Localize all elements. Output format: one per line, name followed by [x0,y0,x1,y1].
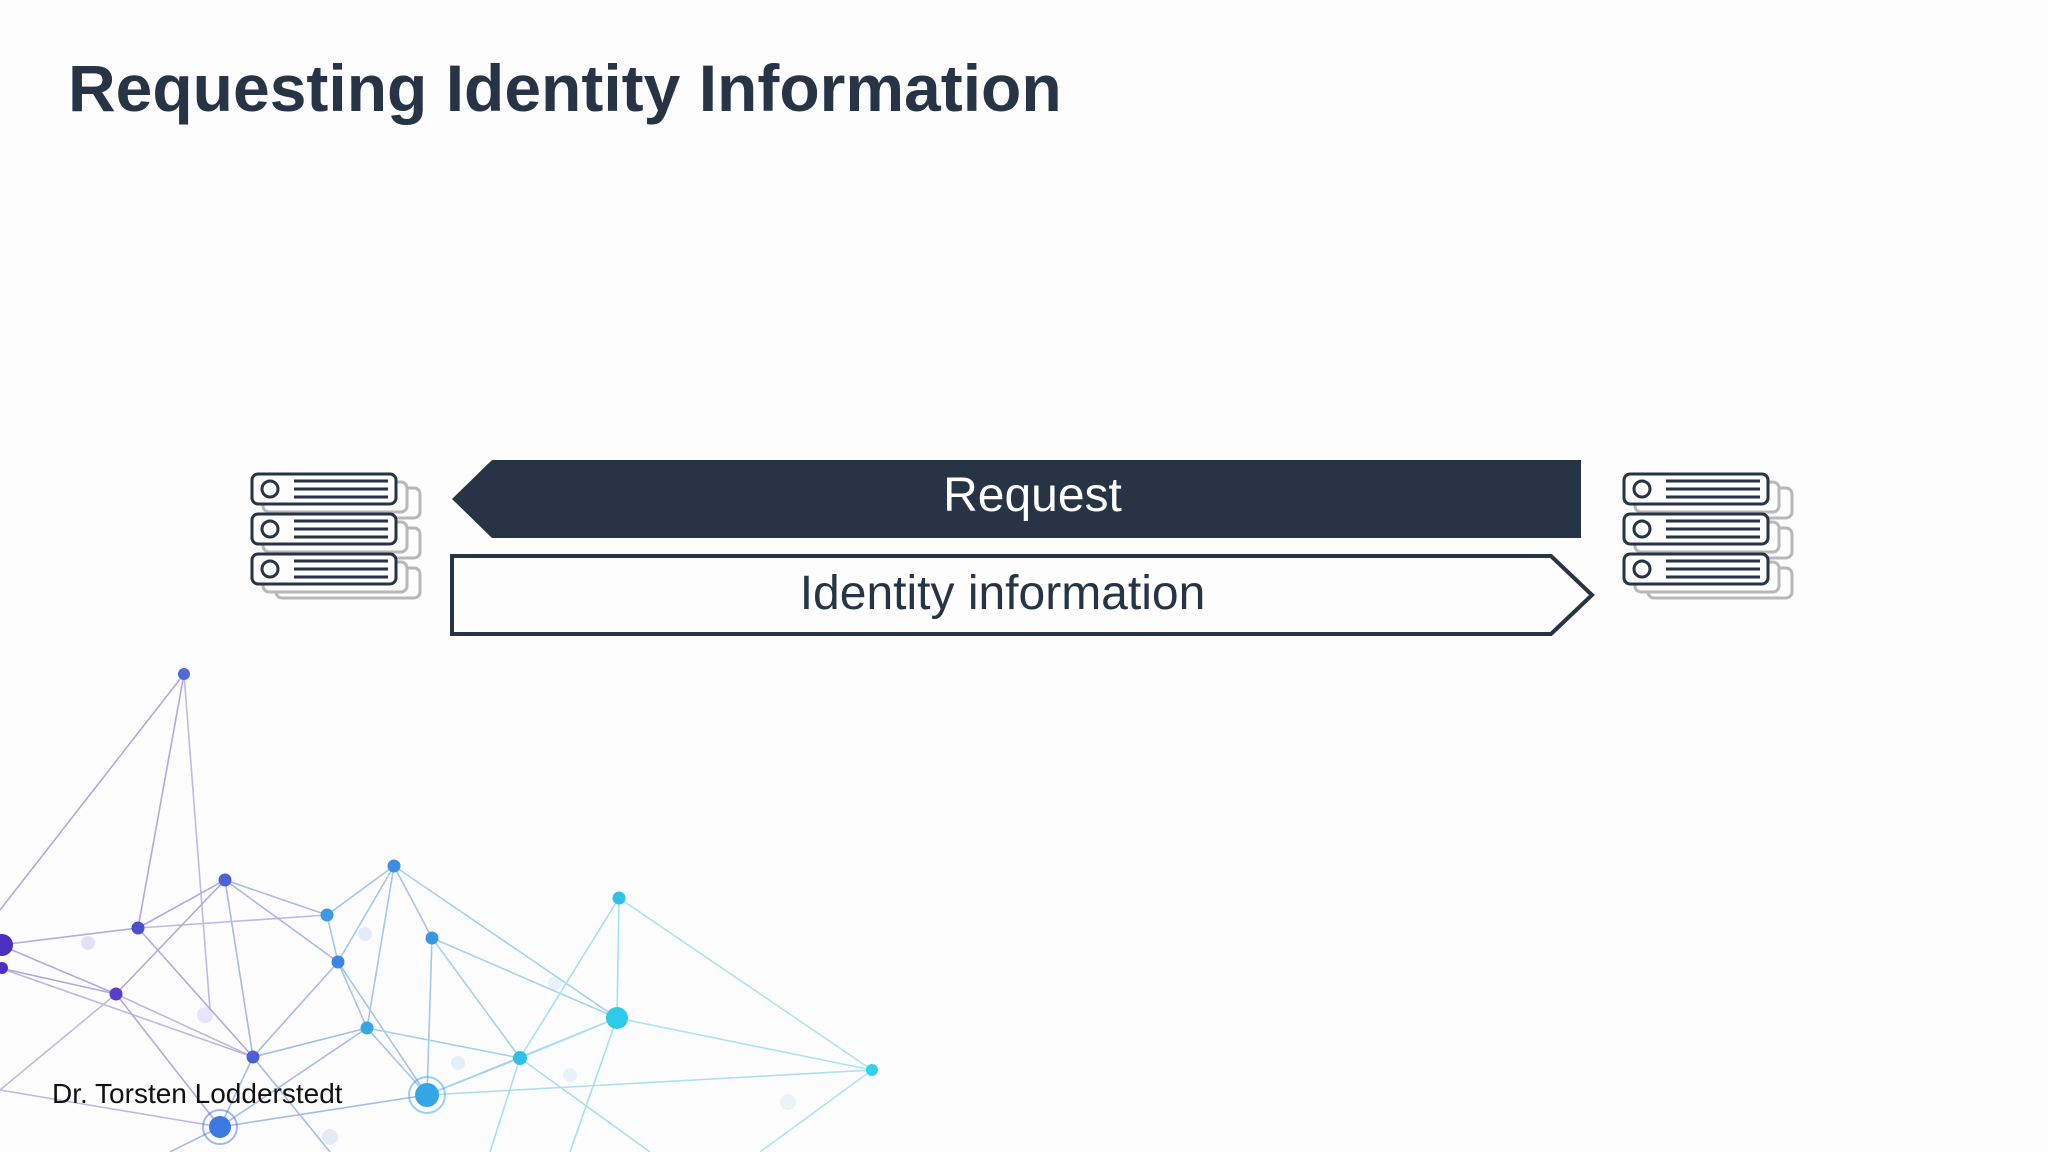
identity-information-arrow: Identity information [450,552,1600,636]
server-stack-icon [250,472,422,600]
request-arrow: Request [450,458,1600,542]
request-label: Request [943,469,1122,522]
identity-information-label: Identity information [799,567,1206,620]
page-title: Requesting Identity Information [68,51,1062,125]
author-footer: Dr. Torsten Lodderstedt [52,1078,343,1109]
server-stack-icon [1622,472,1794,600]
